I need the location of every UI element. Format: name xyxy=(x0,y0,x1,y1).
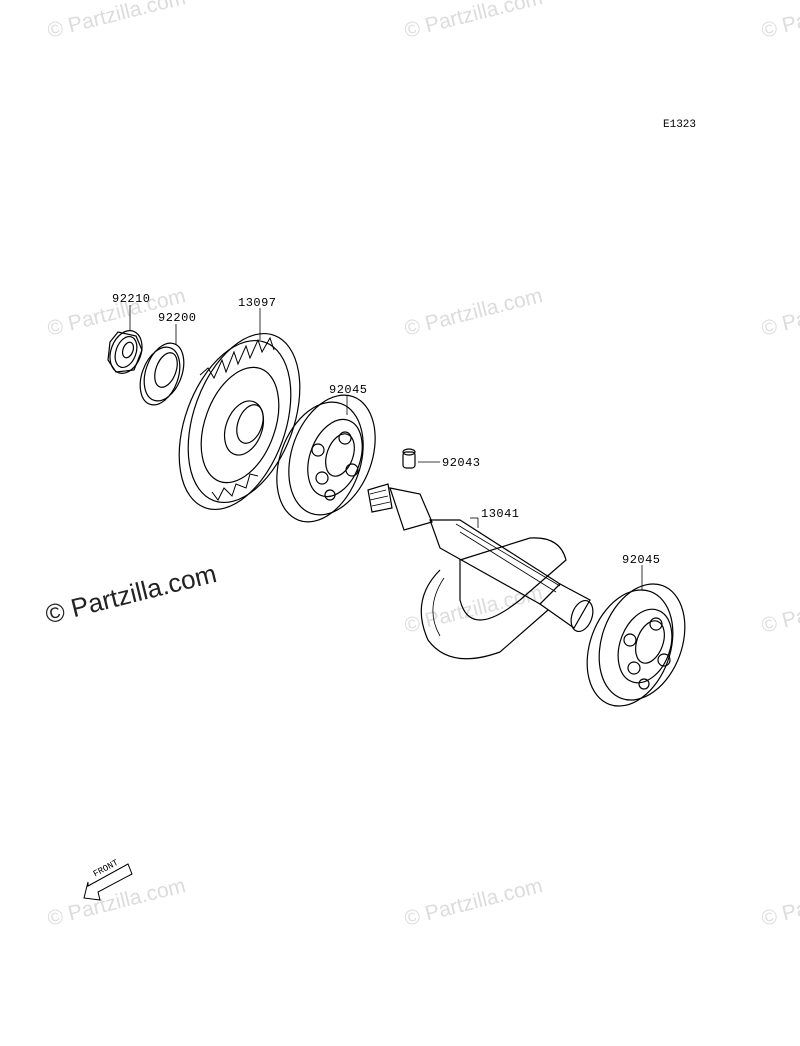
leader-lines xyxy=(129,305,643,590)
washer-92200[interactable] xyxy=(133,338,191,411)
part-label-13097[interactable]: 13097 xyxy=(238,296,277,310)
part-label-92043[interactable]: 92043 xyxy=(442,456,481,470)
nut-92210[interactable] xyxy=(104,326,147,378)
bearing-92045-left[interactable] xyxy=(261,383,391,534)
part-label-92200[interactable]: 92200 xyxy=(158,311,197,325)
bearing-92045-right[interactable] xyxy=(572,572,700,718)
front-arrow-icon xyxy=(83,863,133,901)
diagram-code: E1323 xyxy=(663,119,697,131)
gear-13097[interactable] xyxy=(158,318,321,525)
part-label-92210[interactable]: 92210 xyxy=(112,292,151,306)
pin-92043[interactable] xyxy=(402,448,416,469)
part-label-13041[interactable]: 13041 xyxy=(481,507,520,521)
part-label-92045-left[interactable]: 92045 xyxy=(329,383,368,397)
part-label-92045-right[interactable]: 92045 xyxy=(622,553,661,567)
shaft-13041[interactable] xyxy=(367,483,597,660)
